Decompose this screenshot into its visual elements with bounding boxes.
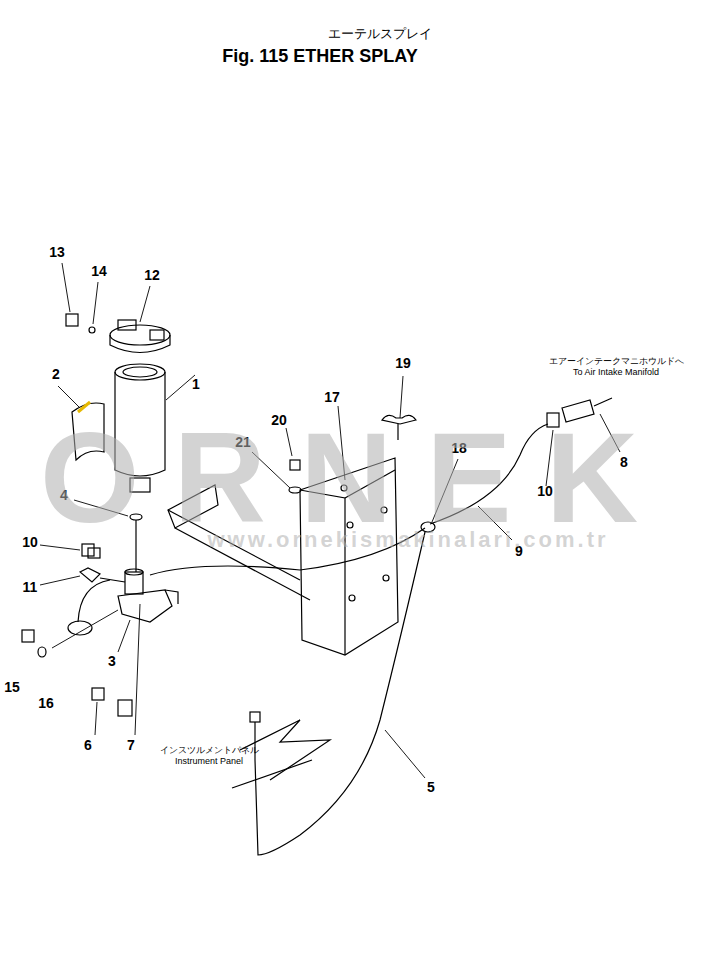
destination-note: インスツルメントパネル: [160, 746, 259, 756]
destination-note: エアーインテークマニホウルドへ: [549, 357, 684, 367]
break-mark: [232, 760, 312, 788]
callout-number: 12: [144, 268, 160, 283]
callout-number: 6: [84, 738, 92, 753]
fitting: [250, 712, 260, 722]
callout-number: 10: [22, 535, 38, 550]
bolt: [22, 630, 34, 642]
callout-number: 13: [49, 245, 65, 260]
destination-note: To Air Intake Manifold: [573, 368, 659, 378]
callout-number: 17: [324, 390, 340, 405]
washer: [38, 647, 46, 657]
clamp: [66, 314, 170, 353]
callout-number: 3: [108, 654, 116, 669]
valve: [68, 548, 178, 635]
callout-number: 7: [127, 738, 135, 753]
callout-number: 1: [192, 377, 200, 392]
bolt: [92, 688, 104, 700]
bolt: [118, 700, 132, 716]
callout-number: 11: [23, 580, 38, 595]
tube: [255, 532, 425, 855]
callout-number: 5: [427, 780, 435, 795]
callout-number: 15: [4, 680, 20, 695]
callout-number: 2: [52, 367, 60, 382]
japanese-title: エーテルスプレイ: [328, 27, 432, 41]
figure-title: Fig. 115 ETHER SPLAY: [222, 47, 417, 67]
callout-number: 14: [91, 264, 107, 279]
callout-number: 19: [395, 356, 411, 371]
destination-note: Instrument Panel: [175, 757, 243, 767]
watermark-url: www.ornekismakinalari.com.tr: [207, 528, 608, 552]
callout-number: 16: [38, 696, 54, 711]
